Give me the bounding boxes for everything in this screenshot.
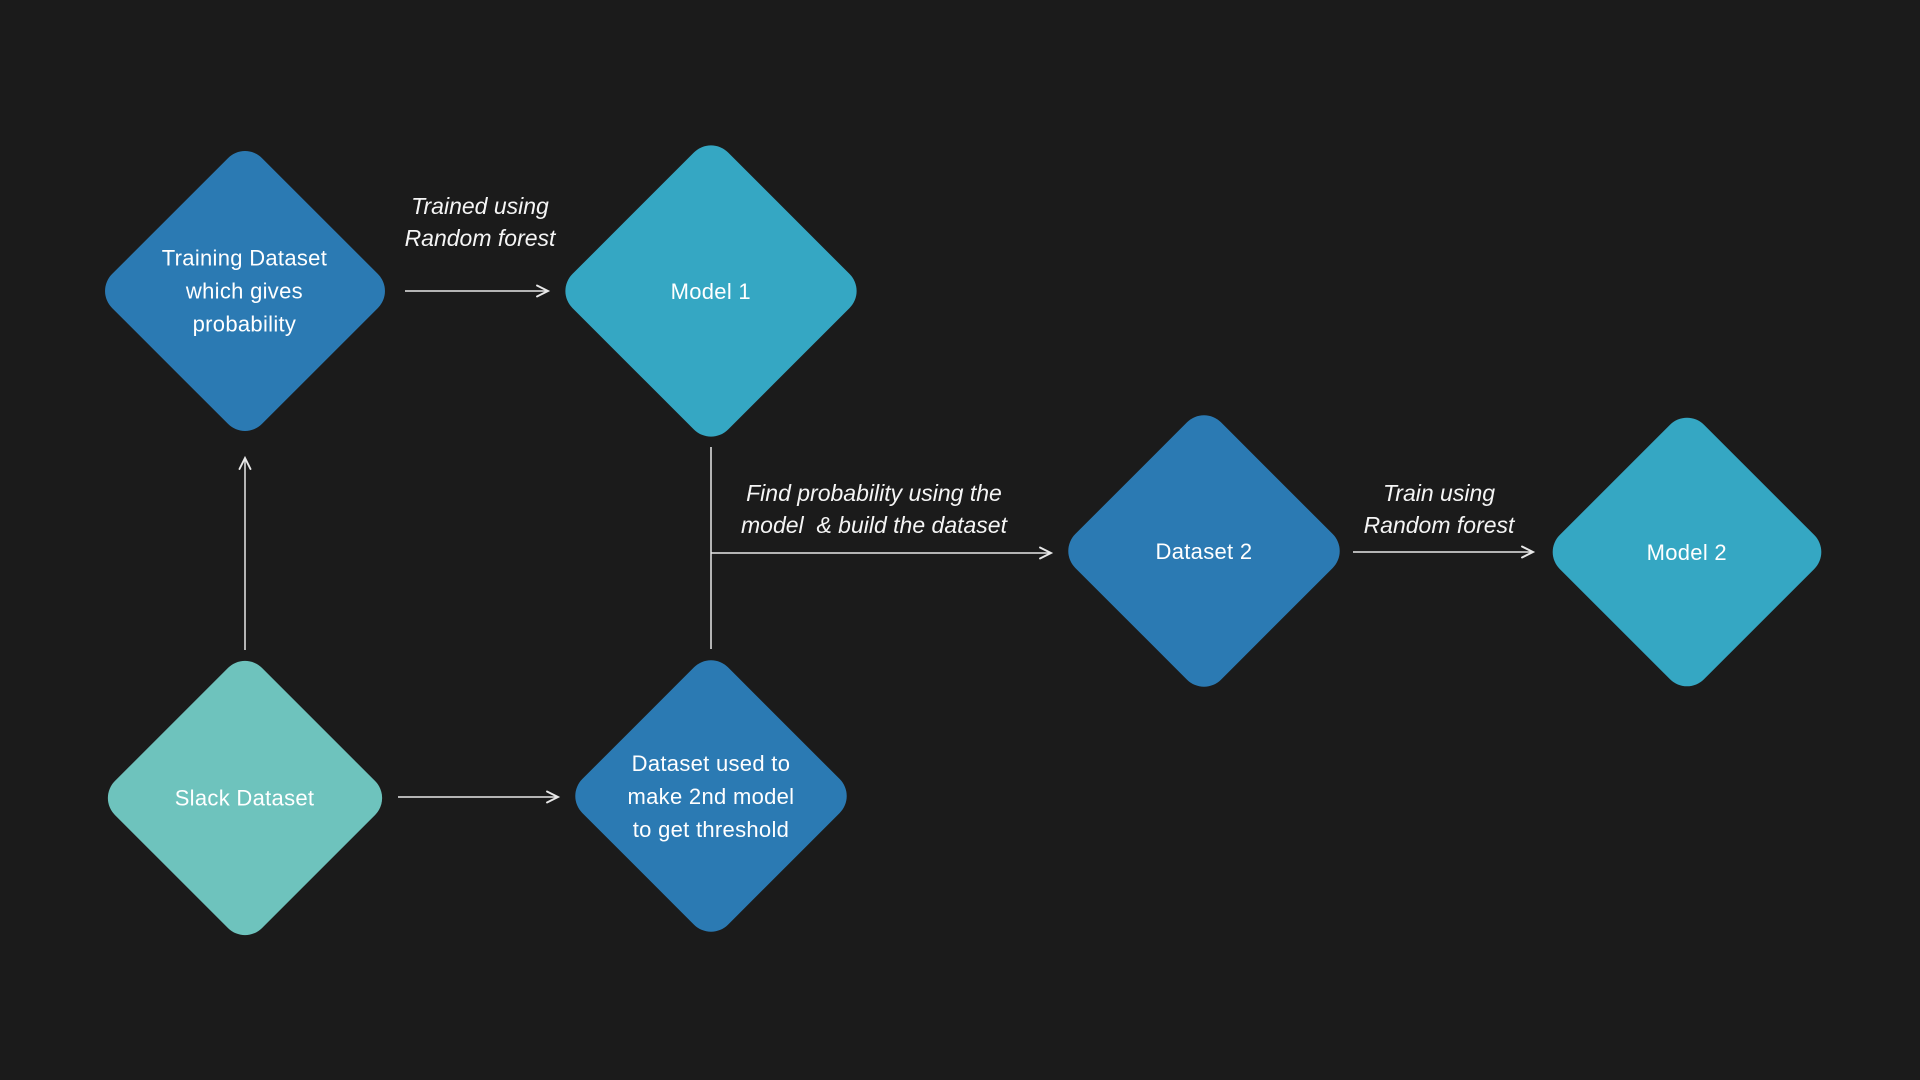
node-slack-dataset[interactable]: Slack Dataset	[97, 650, 393, 946]
node-dataset-2[interactable]: Dataset 2	[1058, 405, 1350, 697]
node-model-1-label: Model 1	[670, 278, 752, 304]
node-model-2-label: Model 2	[1646, 539, 1728, 565]
edge-label-trained-using: Trained using Random forest	[404, 193, 556, 251]
node-slack-dataset-label: Slack Dataset	[175, 785, 315, 811]
node-dataset-used[interactable]: Dataset used to make 2nd model to get th…	[565, 650, 857, 942]
node-dataset-2-label: Dataset 2	[1155, 538, 1253, 564]
node-training-dataset-label: Training Dataset which gives probability	[162, 245, 328, 337]
edge-label-train-using: Train using Random forest	[1363, 480, 1515, 538]
edge-label-find-probability: Find probability using the model & build…	[741, 480, 1007, 538]
node-model-1[interactable]: Model 1	[555, 135, 867, 447]
node-model-2[interactable]: Model 2	[1542, 407, 1832, 697]
node-dataset-used-label: Dataset used to make 2nd model to get th…	[627, 750, 795, 842]
node-training-dataset[interactable]: Training Dataset which gives probability	[95, 141, 395, 441]
